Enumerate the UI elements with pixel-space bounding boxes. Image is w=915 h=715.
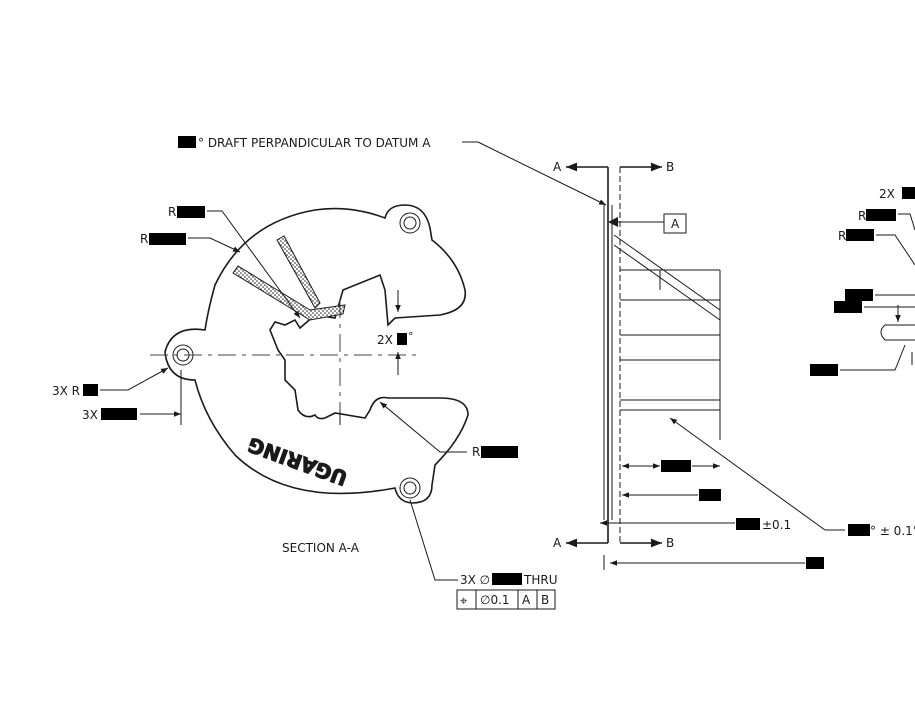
radius-3x-redacted: [83, 384, 98, 396]
detail-r1-prefix: R: [858, 209, 866, 223]
radius-1-leader: [207, 210, 301, 319]
hole-leader: [409, 499, 458, 581]
hole-thru: THRU: [523, 573, 557, 587]
draft-note: ° DRAFT PERPANDICULAR TO DATUM A: [198, 136, 431, 150]
datum-box: [663, 213, 687, 234]
detail-count: 2X: [879, 187, 895, 201]
dia-3x-redacted: [101, 408, 137, 420]
detail-dim-a-redacted: [845, 289, 873, 301]
radius-prefix-3: R: [472, 445, 480, 459]
radius-prefix-2: R: [140, 232, 148, 246]
datum-triangle: [608, 217, 618, 227]
hole-callout: 3X ∅: [460, 573, 490, 587]
fcf-datum-a: A: [522, 593, 531, 607]
part-outline: [164, 204, 469, 504]
radius-1-redacted: [177, 206, 205, 218]
detail-r1-redacted: [866, 209, 896, 221]
dia-3x-label: 3X: [82, 408, 98, 422]
side-view: A B A B A ±: [553, 160, 915, 570]
dim-2-redacted: [699, 489, 721, 501]
section-rib-1: [232, 265, 346, 321]
radius-3x-label: 3X R: [52, 384, 80, 398]
engraving-text: UGARING: [245, 432, 351, 490]
angle-side-redacted: [848, 524, 870, 536]
radius-2-redacted: [149, 233, 186, 245]
draft-leader: [477, 141, 607, 206]
radius-2-leader: [188, 237, 241, 253]
hole-top: [399, 212, 421, 234]
dim-3-redacted: [736, 518, 760, 530]
detail-view: 2X R R: [810, 187, 915, 376]
radius-right-redacted: [481, 446, 518, 458]
fcf-tolerance: ∅0.1: [480, 593, 510, 607]
section-arrow-a-top: A: [553, 160, 562, 174]
hole-bottom-inner: [403, 481, 417, 495]
detail-dim-c-redacted: [810, 364, 838, 376]
position-symbol: ⌖: [460, 594, 468, 609]
fcf-datum-b: B: [541, 593, 549, 607]
hole-dia-redacted: [492, 573, 522, 585]
detail-dim-b-redacted: [834, 301, 862, 313]
datum-label: A: [671, 217, 680, 231]
radius-prefix-1: R: [168, 205, 176, 219]
section-view: UGARING ° DRAFT PERPANDICULAR TO DATUM A…: [52, 136, 607, 610]
detail-r2-redacted: [846, 229, 874, 241]
detail-count-redacted: [902, 187, 915, 199]
feature-control-frame: ⌖ ∅0.1 A B: [456, 589, 556, 610]
angle-redacted: [397, 333, 407, 345]
angle-leader: [669, 417, 845, 531]
dim-1-redacted: [661, 460, 691, 472]
section-label: SECTION A-A: [282, 541, 360, 555]
section-arrow-a-bottom: A: [553, 536, 562, 550]
detail-slot: [880, 324, 915, 341]
draft-value-redacted: [178, 136, 196, 148]
dim-4-redacted: [806, 557, 824, 569]
radius-3x-leader: [100, 367, 169, 391]
section-rib-2: [276, 235, 321, 309]
radius-right-leader: [379, 401, 467, 453]
detail-r2-prefix: R: [838, 229, 846, 243]
angle-2x-label: 2X: [377, 333, 393, 347]
dim-3-tolerance: ±0.1: [762, 518, 791, 532]
angle-tolerance: ° ± 0.1°: [870, 524, 915, 538]
section-arrow-b-bottom: B: [666, 536, 674, 550]
section-arrow-b-top: B: [666, 160, 674, 174]
hole-bottom: [399, 477, 421, 499]
hole-top-inner: [403, 216, 417, 230]
angle-unit: °: [408, 330, 414, 343]
